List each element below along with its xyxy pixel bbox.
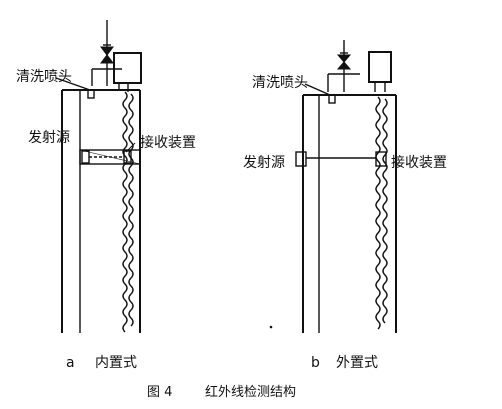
stray-dot (269, 325, 273, 329)
panel-a-tank (61, 89, 141, 333)
caption-number: 图 4 (147, 385, 172, 400)
panel-a: 清洗喷头 发射源 接收装置 a 内置式 (16, 20, 196, 371)
panel-b-wavy-shaft (375, 96, 381, 330)
panel-a-emitter-label: 发射源 (28, 130, 70, 146)
panel-b-emitter-label: 发射源 (243, 155, 285, 171)
panel-a-title: 内置式 (95, 355, 137, 371)
panel-b-valve (327, 40, 360, 92)
panel-a-wavy-shaft (122, 91, 128, 333)
panel-b-nozzle (328, 94, 336, 104)
panel-b-receiver-label: 接收装置 (391, 154, 447, 171)
figure-caption: 图 4 红外线检测结构 (147, 384, 296, 400)
panel-a-nozzle (87, 89, 95, 99)
panel-a-receiver-label: 接收装置 (140, 134, 196, 151)
panel-a-nozzle-label: 清洗喷头 (16, 69, 72, 85)
panel-a-sensor-bar (79, 149, 141, 165)
caption-title: 红外线检测结构 (205, 384, 296, 400)
panel-b-motor-box (368, 51, 392, 83)
panel-a-letter: a (66, 355, 75, 371)
panel-b-letter: b (311, 355, 320, 371)
panel-a-motor-box (113, 52, 142, 84)
panel-b-tank (302, 94, 397, 333)
panel-b: 清洗喷头 发射源 接收装置 b 外置式 (243, 40, 447, 371)
panel-b-sensors (295, 151, 387, 167)
panel-b-title: 外置式 (336, 355, 378, 371)
panel-a-valve (91, 20, 122, 86)
panel-b-nozzle-label: 清洗喷头 (252, 75, 308, 91)
